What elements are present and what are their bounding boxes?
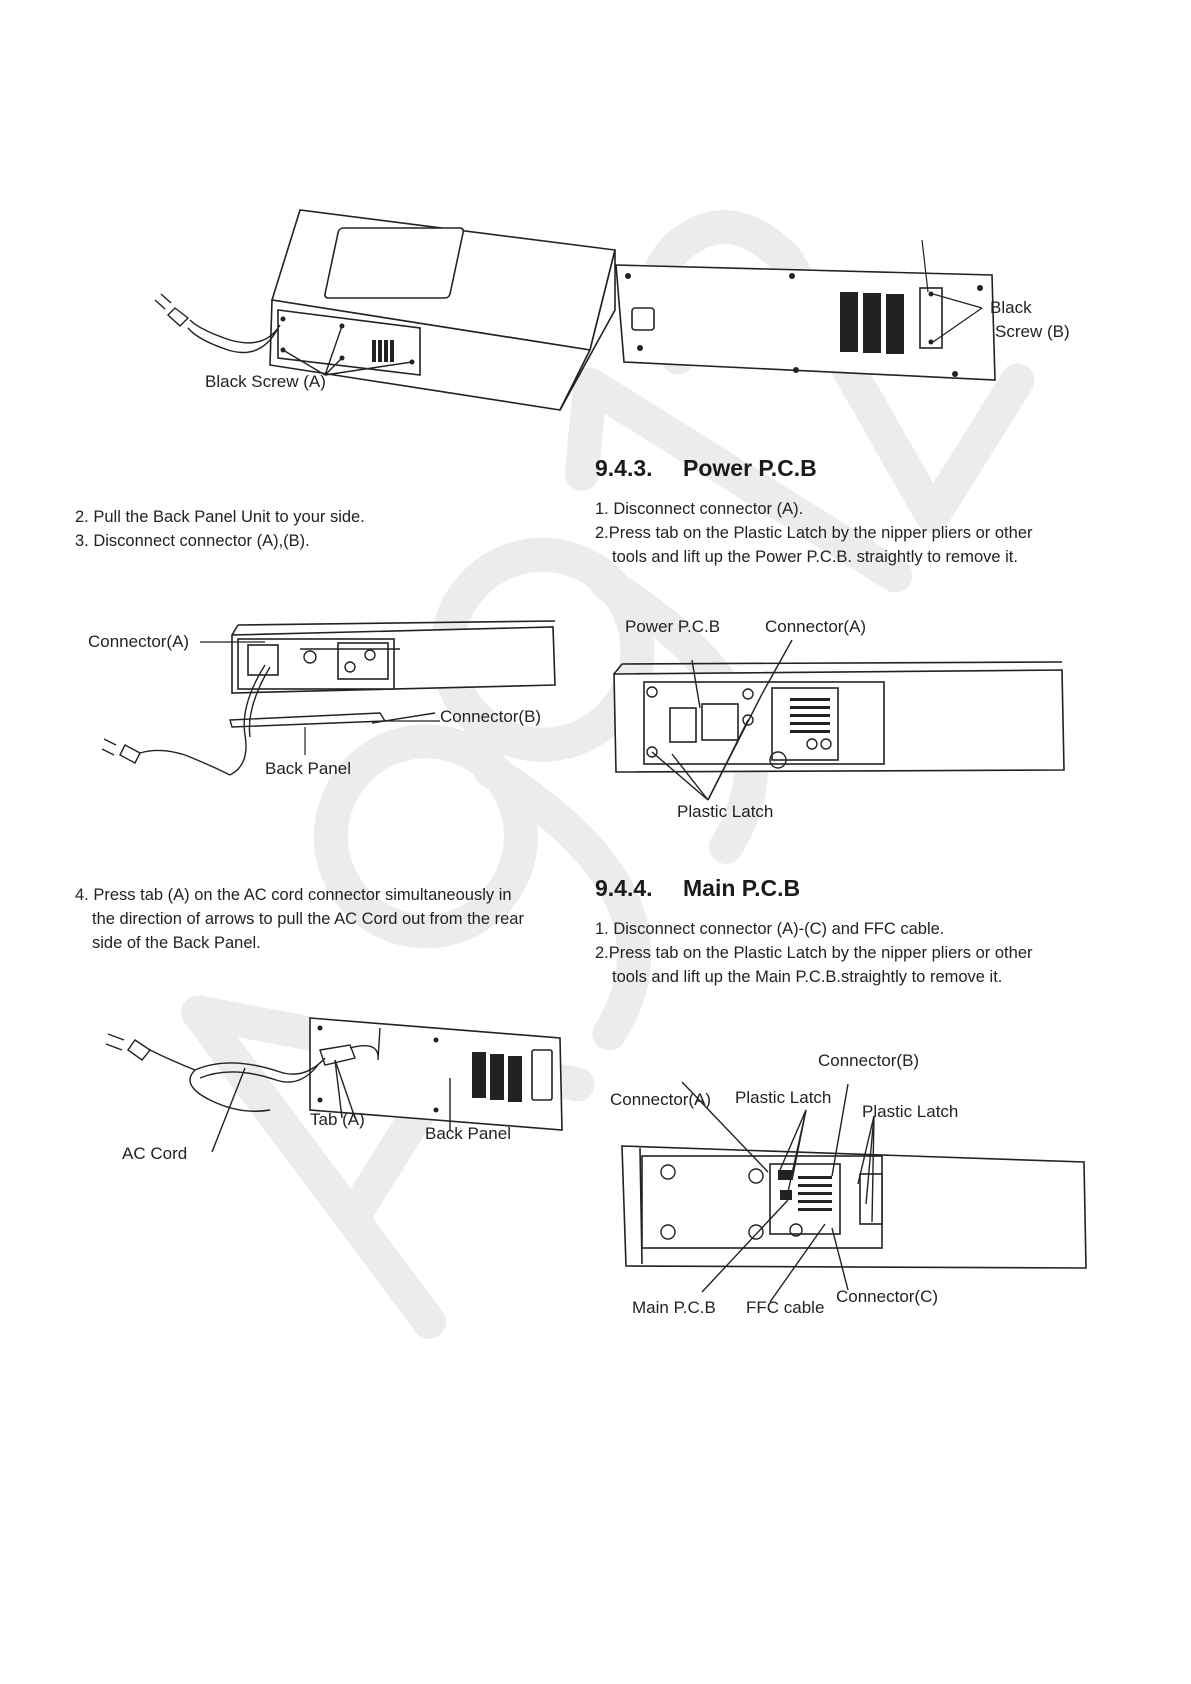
- label-black-screw-a: Black Screw (A): [205, 372, 326, 391]
- step-4: 4. Press tab (A) on the AC cord connecto…: [75, 886, 524, 952]
- label-plastic-latch-main-2: Plastic Latch: [862, 1102, 959, 1121]
- step-3: 3. Disconnect connector (A),(B).: [75, 532, 310, 550]
- step-2: 2. Pull the Back Panel Unit to your side…: [75, 508, 365, 526]
- label-ac-cord: AC Cord: [122, 1144, 188, 1163]
- label-connector-b-main: Connector(B): [818, 1051, 920, 1070]
- label-main-pcb: Main P.C.B: [632, 1298, 716, 1317]
- back-panel-screw-b-diagram: [615, 239, 996, 381]
- label-plastic-latch-power: Plastic Latch: [677, 802, 774, 821]
- label-connector-b: Connector(B): [440, 707, 542, 726]
- label-black: Black: [990, 298, 1032, 317]
- section-heading-9-4-4: 9.4.4.Main P.C.B: [595, 875, 801, 901]
- label-connector-c-main: Connector(C): [836, 1287, 939, 1306]
- main-pcb-diagram: [621, 1081, 1087, 1303]
- label-power-pcb: Power P.C.B: [625, 617, 721, 636]
- label-ffc-cable: FFC cable: [746, 1298, 825, 1317]
- label-plastic-latch-main-1: Plastic Latch: [735, 1088, 832, 1107]
- ac-cord-removal-diagram: [105, 1017, 563, 1153]
- label-connector-a: Connector(A): [88, 632, 190, 651]
- steps-2-3: 2. Pull the Back Panel Unit to your side…: [75, 505, 595, 553]
- section-heading-9-4-3: 9.4.3.Power P.C.B: [595, 455, 817, 481]
- label-connector-a-main: Connector(A): [610, 1090, 712, 1109]
- section-9-4-4-steps: 1. Disconnect connector (A)-(C) and FFC …: [595, 920, 1033, 986]
- label-back-panel-2: Back Panel: [425, 1124, 511, 1143]
- label-screw-b: Screw (B): [995, 322, 1070, 341]
- label-connector-a-power: Connector(A): [765, 617, 867, 636]
- label-back-panel: Back Panel: [265, 759, 351, 778]
- unit-rear-view-diagram: [154, 209, 616, 411]
- back-panel-connectors-diagram: [101, 620, 556, 776]
- power-pcb-diagram: [613, 639, 1065, 801]
- label-tab-a: Tab (A): [310, 1110, 365, 1129]
- section-9-4-3-steps: 1. Disconnect connector (A). 2.Press tab…: [595, 500, 1033, 566]
